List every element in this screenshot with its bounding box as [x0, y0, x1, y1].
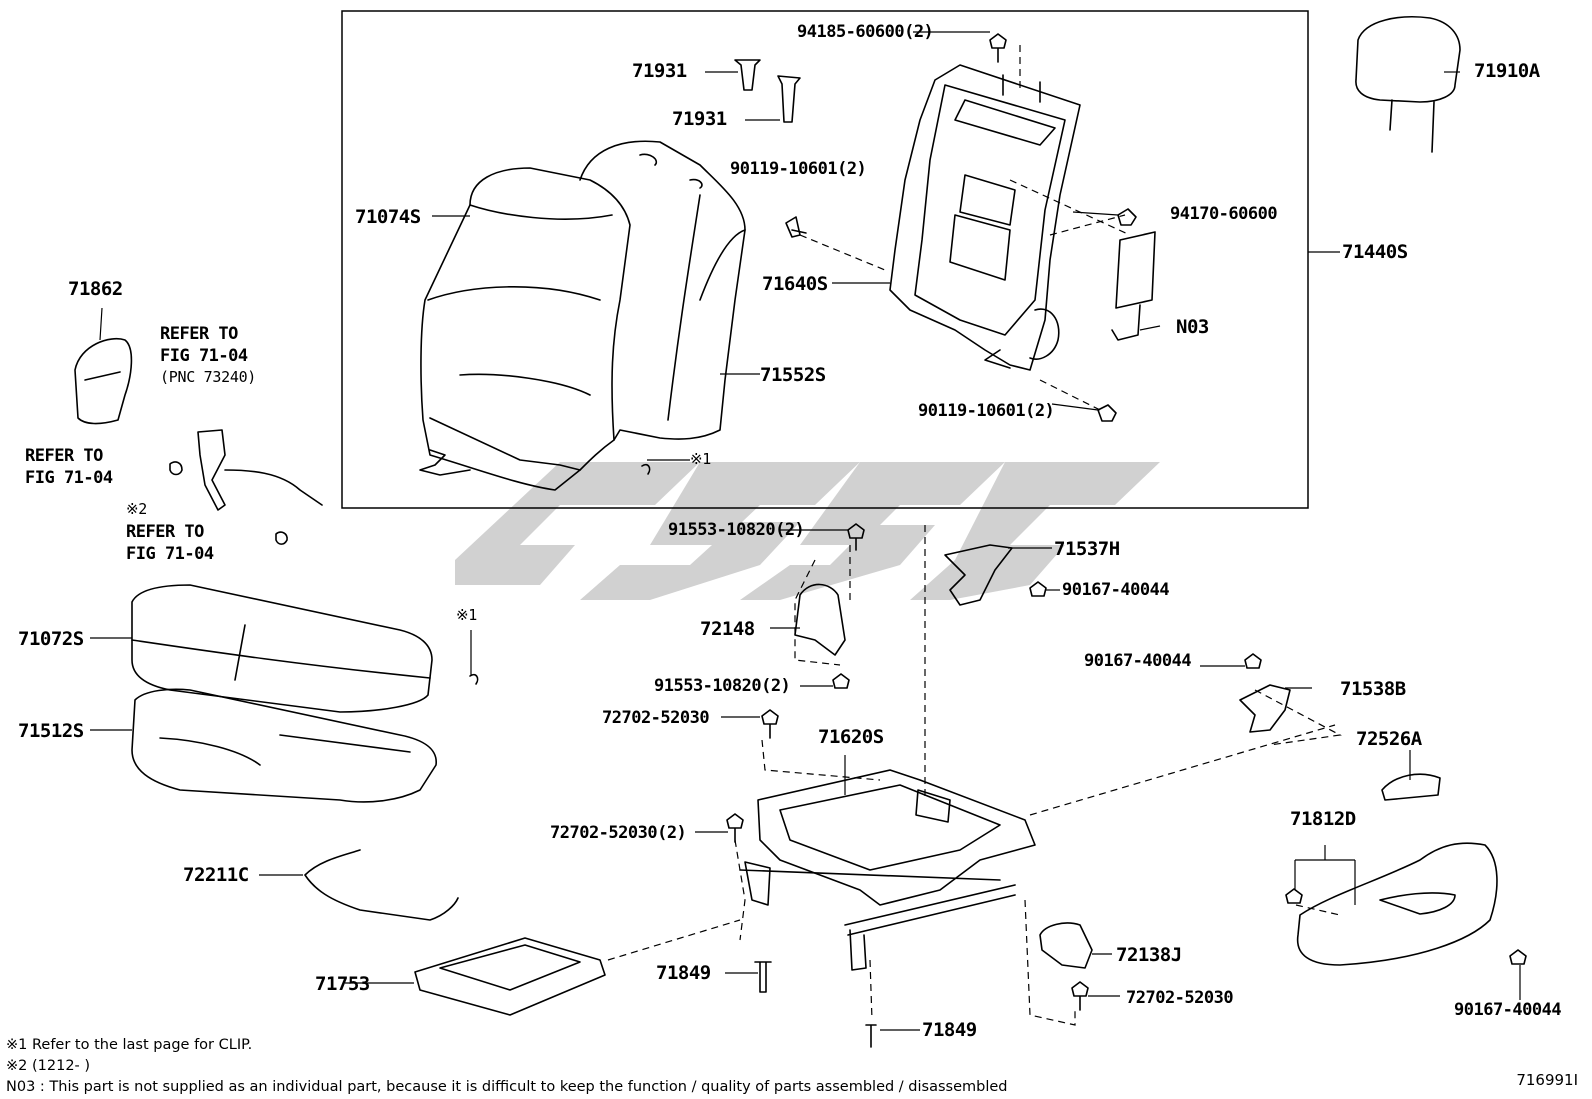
seatback-board-71552s — [579, 140, 746, 441]
part-label-71552s[interactable]: 71552S — [760, 364, 826, 386]
seat-adjuster-71620s — [757, 769, 1036, 906]
part-label-71812d[interactable]: 71812D — [1290, 808, 1356, 830]
tray-71753 — [414, 937, 606, 1016]
part-label-71931-lower[interactable]: 71931 — [672, 108, 727, 130]
part-label-72526a[interactable]: 72526A — [1356, 728, 1422, 750]
headrest-guide-71931-b — [777, 75, 801, 123]
part-label-71074s[interactable]: 71074S — [355, 206, 421, 228]
part-label-71440s[interactable]: 71440S — [1342, 241, 1408, 263]
part-label-71620s[interactable]: 71620S — [818, 726, 884, 748]
part-label-71512s[interactable]: 71512S — [18, 720, 84, 742]
part-label-71862[interactable]: 71862 — [68, 278, 123, 300]
watermark-logo — [455, 462, 1160, 600]
part-label-72702-52030-lower[interactable]: 72702-52030 — [1126, 988, 1234, 1008]
part-label-91553-10820-upper[interactable]: 91553-10820(2) — [668, 520, 805, 540]
part-label-72211c[interactable]: 72211C — [183, 864, 249, 886]
side-shield-71812d — [1296, 842, 1498, 966]
part-label-71538b[interactable]: 71538B — [1340, 678, 1406, 700]
part-label-71072s[interactable]: 71072S — [18, 628, 84, 650]
seat-cushion-pad-71512s — [131, 688, 437, 803]
part-label-90167-40044-mid[interactable]: 90167-40044 — [1084, 651, 1192, 671]
part-label-91553-10820-lower[interactable]: 91553-10820(2) — [654, 676, 791, 696]
refer-to-fig-71-04-bolt-line2: FIG 71-04 — [25, 468, 113, 488]
cover-72138j — [1039, 922, 1093, 969]
seatback-assembly-box — [341, 10, 1309, 509]
belt-buckle-73240 — [197, 429, 226, 511]
headrest-guide-71931-a — [734, 59, 761, 91]
clip-mark-upper[interactable]: ※1 — [690, 450, 711, 468]
part-label-90167-40044-right[interactable]: 90167-40044 — [1454, 1000, 1562, 1020]
part-label-72702-52030-upper[interactable]: 72702-52030 — [602, 708, 710, 728]
refer-to-fig-71-04-belt-line2: FIG 71-04 — [160, 346, 248, 366]
part-label-71849-left[interactable]: 71849 — [656, 962, 711, 984]
refer-note-mark-2: ※2 — [126, 500, 147, 518]
refer-to-fig-71-04-belt-line3: (PNC 73240) — [160, 368, 257, 386]
bracket-72148 — [794, 583, 846, 656]
airbag-module-n03 — [1115, 231, 1156, 309]
part-label-71537h[interactable]: 71537H — [1054, 538, 1120, 560]
part-label-71849-lower[interactable]: 71849 — [922, 1019, 977, 1041]
seatback-frame-71640s — [889, 64, 1081, 371]
seat-cushion-cover-71072s — [131, 584, 433, 713]
refer-to-fig-71-04-clip-line2: FIG 71-04 — [126, 544, 214, 564]
part-label-94170-60600[interactable]: 94170-60600 — [1170, 204, 1278, 224]
part-label-71640s[interactable]: 71640S — [762, 273, 828, 295]
clip-mark-lower[interactable]: ※1 — [456, 606, 477, 624]
refer-to-fig-71-04-clip-line1: REFER TO — [126, 522, 204, 542]
part-label-90119-10601-lower[interactable]: 90119-10601(2) — [918, 401, 1055, 421]
part-label-90167-40044-upper[interactable]: 90167-40044 — [1062, 580, 1170, 600]
figure-id: 716991I — [1516, 1071, 1578, 1089]
part-label-90119-10601-upper[interactable]: 90119-10601(2) — [730, 159, 867, 179]
part-label-72138j[interactable]: 72138J — [1116, 944, 1182, 966]
part-label-71753[interactable]: 71753 — [315, 973, 370, 995]
part-label-71910a[interactable]: 71910A — [1474, 60, 1540, 82]
footnote-date-range: ※2 (1212- ) — [6, 1058, 91, 1074]
cover-71537h — [944, 544, 1013, 606]
part-label-71931-upper[interactable]: 71931 — [632, 60, 687, 82]
wire-72211c — [304, 849, 459, 921]
footnote-clip: ※1 Refer to the last page for CLIP. — [6, 1037, 253, 1053]
cover-71862 — [74, 338, 133, 425]
headrest-71910a — [1355, 16, 1461, 103]
knob-72526a — [1381, 773, 1441, 801]
cover-71538b — [1239, 684, 1291, 733]
part-label-94185-60600[interactable]: 94185-60600(2) — [797, 22, 934, 42]
bolt-symbols — [469, 33, 1527, 1048]
refer-to-fig-71-04-bolt-line1: REFER TO — [25, 446, 103, 466]
part-label-n03[interactable]: N03 — [1176, 316, 1209, 338]
part-label-72148[interactable]: 72148 — [700, 618, 755, 640]
footnote-n03: N03 : This part is not supplied as an in… — [6, 1079, 1008, 1095]
part-label-72702-52030-mid[interactable]: 72702-52030(2) — [550, 823, 687, 843]
refer-to-fig-71-04-belt-line1: REFER TO — [160, 324, 238, 344]
